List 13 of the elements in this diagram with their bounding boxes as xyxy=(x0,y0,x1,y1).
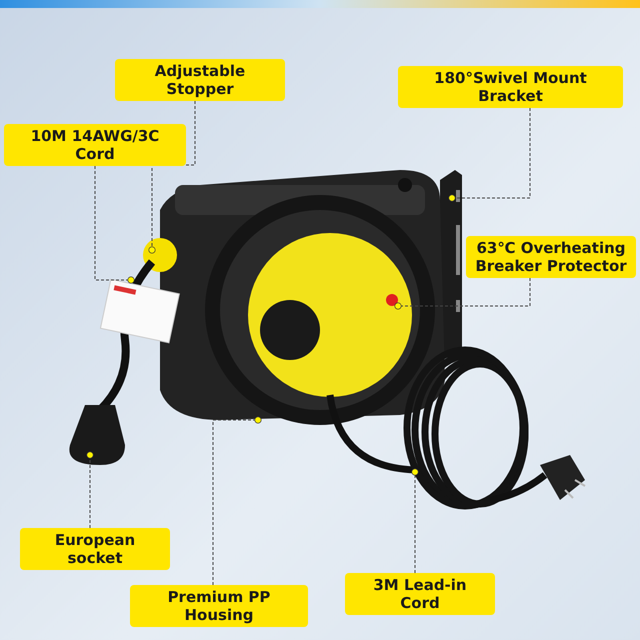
leader-line xyxy=(394,278,530,310)
callout-label: Premium PP Housing xyxy=(130,585,308,627)
leader-line xyxy=(86,452,94,528)
leader-line xyxy=(94,166,134,284)
callout-label: 3M Lead-in Cord xyxy=(345,573,495,615)
callout-label: Adjustable Stopper xyxy=(115,59,285,101)
callout-label: 10M 14AWG/3C Cord xyxy=(4,124,186,166)
leader-line xyxy=(412,468,418,574)
callout-label: 63℃ Overheating Breaker Protector xyxy=(466,236,636,278)
leader-line xyxy=(448,108,530,202)
callout-label: European socket xyxy=(20,528,170,570)
leader-line xyxy=(212,416,262,586)
callout-label: 180°Swivel Mount Bracket xyxy=(398,66,623,108)
